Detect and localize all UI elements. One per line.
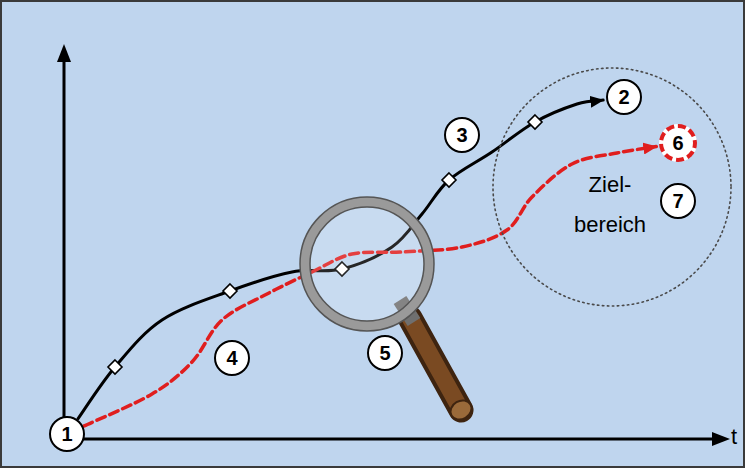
region-circle xyxy=(493,68,731,306)
callout-number: 3 xyxy=(456,125,467,145)
magnifier-handle-face xyxy=(410,318,461,410)
callout-number: 6 xyxy=(672,133,683,153)
callout-number: 7 xyxy=(672,191,683,211)
magnifier-handle xyxy=(410,318,461,410)
axis-label: t xyxy=(731,426,737,448)
y-axis xyxy=(63,60,66,439)
magnifier-rim-outer xyxy=(300,197,434,331)
milestone-diamond xyxy=(223,284,237,298)
actual-progress-curve xyxy=(84,147,656,426)
milestone-diamond xyxy=(528,115,542,129)
callout-number: 2 xyxy=(618,87,629,107)
magnifier-handle-end xyxy=(447,397,475,424)
milestone-diamonds xyxy=(108,115,542,374)
callout-circle: 1 xyxy=(49,416,85,452)
region-label: Ziel- bereich xyxy=(570,165,650,245)
magnifier-lens xyxy=(305,202,429,326)
time-axis xyxy=(64,438,714,441)
callout-circle: 7 xyxy=(660,183,696,219)
magnifying-glass xyxy=(300,197,475,423)
callout-number: 5 xyxy=(379,343,390,363)
time-axis-arrowhead xyxy=(712,432,730,446)
milestone-diamond xyxy=(108,360,122,374)
callout-circle: 2 xyxy=(606,79,642,115)
y-axis-arrowhead xyxy=(57,44,71,62)
milestone-diamond xyxy=(442,173,456,187)
planned-progress-curve xyxy=(78,100,603,419)
target-callout-circle: 6 xyxy=(659,124,697,162)
magnifier-rim-inner xyxy=(310,207,424,321)
callout-circle: 3 xyxy=(444,117,480,153)
axis-label-text: t xyxy=(731,424,737,449)
callout-circle: 5 xyxy=(367,335,403,371)
callout-number: 1 xyxy=(61,424,72,444)
target-region: Ziel- bereich 2 6 7 xyxy=(492,67,732,307)
callout-circle: 4 xyxy=(214,340,250,376)
callout-number: 4 xyxy=(226,348,237,368)
